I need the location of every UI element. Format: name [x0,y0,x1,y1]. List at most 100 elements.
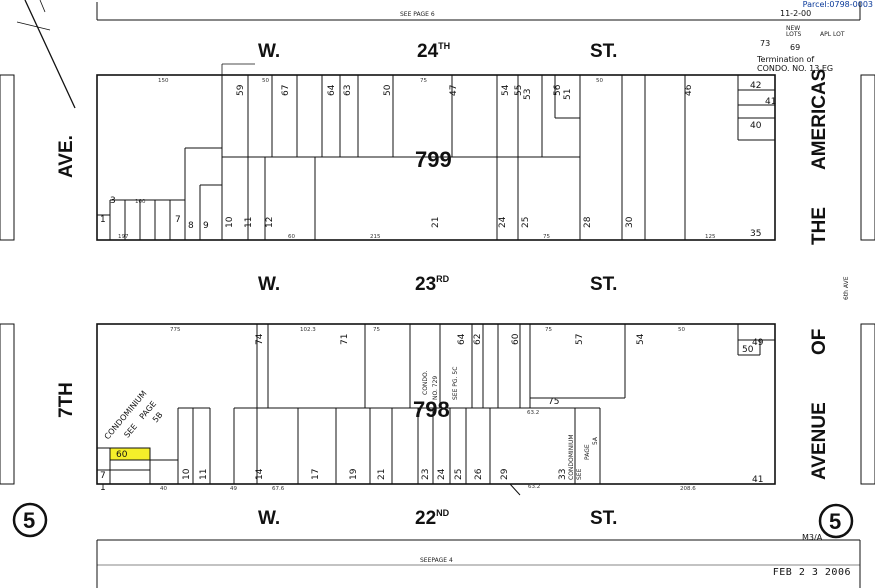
lot-63: 63 [343,85,353,96]
dim-top-197: 197 [118,234,129,240]
lot-b25: 25 [454,469,464,480]
lot-10: 10 [225,216,235,228]
dim-bot-40: 40 [160,486,167,492]
dim-bot-67: 67.6 [272,486,285,492]
lot-b50: 50 [742,345,754,355]
block-798-label: 798 [413,397,450,422]
dim-top-215: 215 [370,234,381,240]
lot-8: 8 [188,221,194,231]
w24-w-label: W. [258,41,280,62]
condo-mid-line2: NO. 729 [432,376,439,400]
dim-bot-63b: 63.2 [528,484,540,490]
lot-b49: 49 [752,338,764,348]
lot-28: 28 [583,216,593,228]
lot-42: 42 [750,81,761,91]
condo-right-line1: CONDOMINIUM [568,434,575,480]
circle-left-icon [12,502,48,538]
dim-bot-75b: 75 [545,327,552,333]
condo-right-line3: PAGE [584,444,591,460]
w22-st-label: ST. [590,508,617,529]
received-date-stamp: FEB 2 3 2006 [772,567,851,578]
lot-55: 55 [514,85,524,96]
lot-b74: 74 [255,333,265,345]
dim-top-125: 125 [705,234,716,240]
lot-47: 47 [449,85,459,96]
dim-bot-63: 63.2 [527,410,539,416]
w24-number-label: 24TH [417,41,450,62]
highlighted-lot [109,447,151,461]
lot-46: 46 [684,84,694,96]
lot-b11: 11 [199,469,209,480]
lot-b17: 17 [311,469,321,480]
lot-b14: 14 [255,468,265,480]
lot-11: 11 [244,217,254,228]
condo-left-line2: SEE [122,422,139,439]
lot-b71: 71 [340,334,350,345]
parcel-id-label: Parcel:0798-0003 [802,0,873,9]
dim-top-75: 75 [420,78,427,84]
lot-64: 64 [327,84,337,96]
dim-bot-2086: 208.6 [680,486,696,492]
condo-left-line4: 5B [151,410,165,424]
east-block-edge-lower [860,323,875,485]
lot-b62: 62 [473,334,483,345]
east-block-edge-upper [860,74,875,241]
w23-w-label: W. [258,274,280,295]
annotation-apl-lot: APL LOT [820,31,845,38]
lot-b1: 1 [100,483,106,493]
lot-b26: 26 [474,468,484,480]
lot-b19: 19 [349,468,359,480]
of-label: OF [809,329,830,355]
circle-right-number: 5 [829,509,841,534]
condo-mid-line1: CONDO. [422,371,429,396]
dim-top-150: 150 [158,78,169,84]
americas-label: AMERICAS [809,69,830,170]
ave-label: AVE. [56,135,77,178]
lot-56: 56 [553,84,563,96]
lot-b23: 23 [421,469,431,480]
avenue-label: AVENUE [809,402,830,480]
lot-25: 25 [521,217,531,228]
w23-number-label: 23RD [415,274,450,295]
dim-top-50b: 50 [596,78,603,84]
lot-b75: 75 [548,397,559,407]
circle-right-icon [818,503,854,539]
seventh-label: 7TH [56,382,77,418]
lot-24: 24 [498,216,508,228]
dim-bot-75: 75 [373,327,380,333]
lot-53: 53 [523,89,533,100]
annotation-69: 69 [790,43,800,52]
dim-bot-49: 49 [230,486,237,492]
lot-51: 51 [563,89,573,100]
w22-number-label: 22ND [415,508,450,529]
sixth-ave-label: 6th AVE [843,276,850,300]
annotation-lots: LOTS [786,31,802,38]
lot-b64: 64 [457,333,467,345]
condo-right-line2: SEE [576,468,583,480]
dim-top-100: 100 [135,199,146,205]
lot-b24: 24 [437,468,447,480]
header-date: 11-2-00 [780,9,811,18]
lot-b33: 33 [558,469,568,480]
the-label: THE [809,207,830,245]
lot-b54: 54 [636,333,646,345]
w23-st-label: ST. [590,274,617,295]
w24-st-label: ST. [590,41,617,62]
see-page-bottom: SEEPAGE 4 [420,557,453,564]
dim-bot-775: 775 [170,327,181,333]
lot-b21: 21 [377,469,387,480]
west-block-edge-upper [0,74,15,241]
lot-b7: 7 [100,471,106,481]
annotation-termination-2: CONDO. NO. 13 EG [757,64,833,73]
dim-bot-102: 102.3 [300,327,316,333]
circle-left-number: 5 [23,508,35,533]
lot-54: 54 [501,84,511,96]
block-799-outline [96,74,776,241]
lot-30: 30 [625,216,635,228]
west-block-edge-lower [0,323,15,485]
lot-1: 1 [100,215,106,225]
dim-top-60: 60 [288,234,295,240]
dim-top-50: 50 [262,78,269,84]
lot-9: 9 [203,221,209,231]
